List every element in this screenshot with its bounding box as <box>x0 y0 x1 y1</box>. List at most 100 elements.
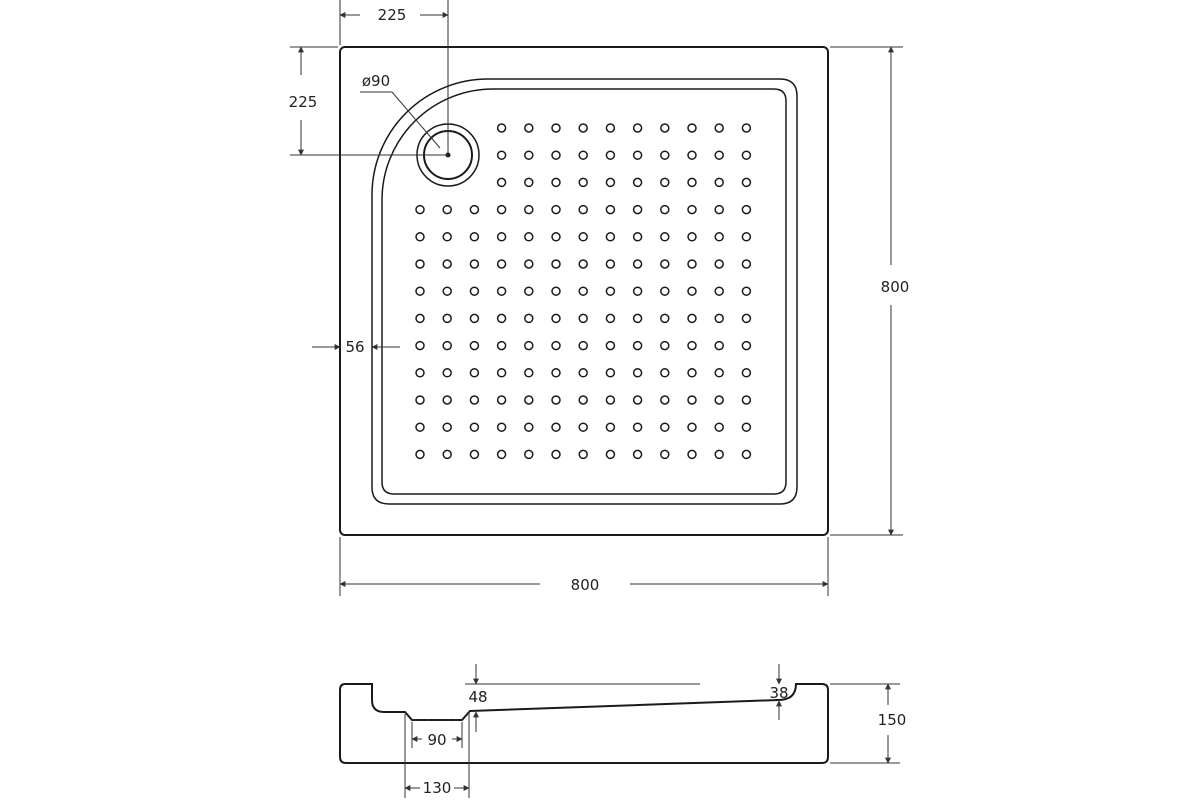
tray-outer-outline <box>339 46 829 536</box>
anti-slip-hole <box>469 259 480 269</box>
anti-slip-hole <box>578 204 588 215</box>
anti-slip-hole <box>578 259 588 269</box>
anti-slip-hole <box>415 449 425 460</box>
anti-slip-hole <box>415 340 425 351</box>
anti-slip-hole <box>496 340 507 351</box>
anti-slip-hole <box>714 259 724 269</box>
anti-slip-hole <box>687 204 697 215</box>
anti-slip-hole <box>660 368 670 378</box>
anti-slip-hole <box>632 204 643 215</box>
anti-slip-hole <box>605 232 616 242</box>
anti-slip-hole <box>551 177 561 188</box>
anti-slip-hole <box>442 368 452 378</box>
anti-slip-hole <box>714 204 724 215</box>
anti-slip-hole <box>660 286 670 296</box>
anti-slip-hole <box>469 422 480 432</box>
anti-slip-hole <box>741 123 752 133</box>
anti-slip-hole <box>632 422 643 432</box>
anti-slip-hole <box>660 150 670 160</box>
anti-slip-hole <box>741 340 752 351</box>
anti-slip-hole <box>687 259 697 269</box>
anti-slip-hole <box>660 177 670 188</box>
anti-slip-hole <box>741 313 752 324</box>
anti-slip-hole <box>524 449 534 460</box>
anti-slip-hole <box>524 395 534 405</box>
anti-slip-hole <box>442 259 452 269</box>
anti-slip-hole <box>687 449 697 460</box>
anti-slip-hole <box>496 422 507 432</box>
anti-slip-hole <box>442 204 452 215</box>
anti-slip-hole <box>605 259 616 269</box>
anti-slip-hole <box>551 286 561 296</box>
anti-slip-hole <box>687 395 697 405</box>
dim-floor-depth-left: 48 <box>468 688 487 706</box>
anti-slip-hole <box>524 204 534 215</box>
anti-slip-hole <box>714 177 724 188</box>
anti-slip-hole <box>496 150 507 160</box>
anti-slip-hole <box>551 150 561 160</box>
anti-slip-hole <box>687 123 697 133</box>
anti-slip-hole <box>415 232 425 242</box>
anti-slip-hole <box>632 150 643 160</box>
anti-slip-hole <box>469 368 480 378</box>
anti-slip-hole <box>660 123 670 133</box>
anti-slip-hole <box>551 340 561 351</box>
anti-slip-hole <box>442 395 452 405</box>
anti-slip-hole <box>741 395 752 405</box>
anti-slip-hole <box>687 177 697 188</box>
anti-slip-hole <box>442 286 452 296</box>
anti-slip-hole <box>741 449 752 460</box>
anti-slip-hole <box>714 286 724 296</box>
dim-depth: 800 <box>881 278 910 296</box>
anti-slip-hole <box>469 313 480 324</box>
anti-slip-hole <box>741 232 752 242</box>
anti-slip-hole <box>551 232 561 242</box>
anti-slip-hole <box>551 449 561 460</box>
anti-slip-hole <box>551 313 561 324</box>
anti-slip-hole <box>741 150 752 160</box>
anti-slip-hole <box>469 340 480 351</box>
anti-slip-hole <box>605 422 616 432</box>
anti-slip-hole <box>578 422 588 432</box>
anti-slip-hole <box>741 286 752 296</box>
dim-drain-width: 90 <box>427 731 446 749</box>
anti-slip-hole <box>687 232 697 242</box>
anti-slip-hole <box>632 232 643 242</box>
anti-slip-hole <box>524 177 534 188</box>
anti-slip-hole <box>578 449 588 460</box>
anti-slip-hole <box>741 422 752 432</box>
side-view: 48 38 150 90 130 <box>339 664 906 798</box>
anti-slip-hole <box>551 422 561 432</box>
anti-slip-hole <box>551 204 561 215</box>
anti-slip-hole <box>687 422 697 432</box>
anti-slip-hole <box>496 395 507 405</box>
anti-slip-hole <box>714 340 724 351</box>
dim-floor-depth-right: 38 <box>769 684 788 702</box>
tray-section-outline <box>339 683 829 764</box>
dim-rim-width: 56 <box>345 338 364 356</box>
anti-slip-hole <box>551 368 561 378</box>
anti-slip-hole <box>632 286 643 296</box>
anti-slip-hole <box>632 177 643 188</box>
anti-slip-hole <box>605 150 616 160</box>
anti-slip-hole <box>415 422 425 432</box>
anti-slip-hole <box>714 368 724 378</box>
anti-slip-hole <box>687 368 697 378</box>
dim-drain-offset-y: 225 <box>289 93 318 111</box>
anti-slip-hole <box>605 123 616 133</box>
anti-slip-hole <box>660 449 670 460</box>
anti-slip-hole <box>714 150 724 160</box>
anti-slip-hole <box>578 150 588 160</box>
anti-slip-hole <box>496 368 507 378</box>
anti-slip-hole <box>524 259 534 269</box>
anti-slip-hole <box>714 395 724 405</box>
anti-slip-hole <box>415 313 425 324</box>
anti-slip-hole <box>605 340 616 351</box>
anti-slip-hole <box>524 368 534 378</box>
anti-slip-hole <box>578 232 588 242</box>
anti-slip-hole <box>660 340 670 351</box>
anti-slip-hole <box>578 313 588 324</box>
anti-slip-hole <box>632 313 643 324</box>
anti-slip-hole <box>741 177 752 188</box>
